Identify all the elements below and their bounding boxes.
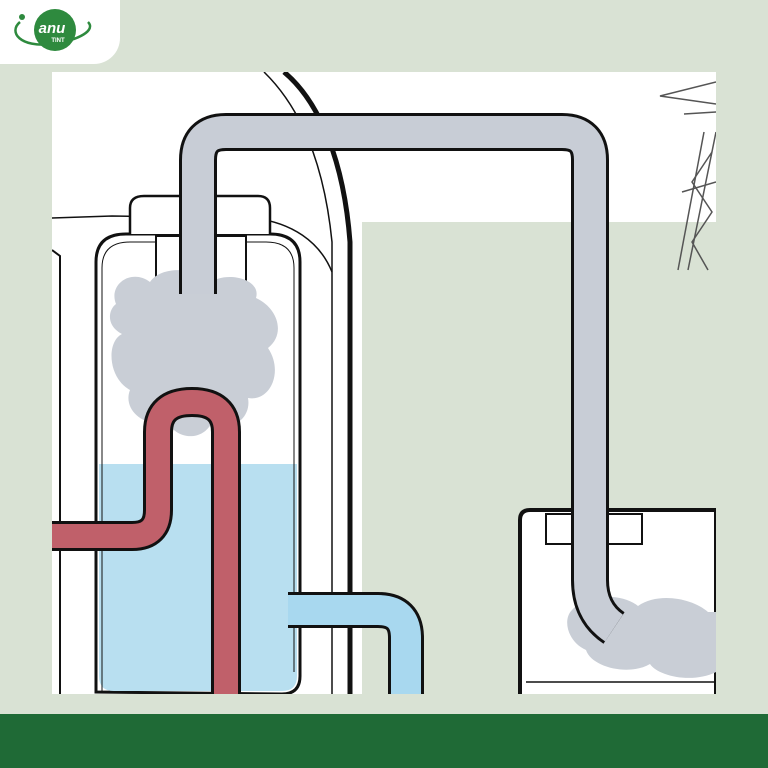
steam-cloud: [109, 270, 278, 437]
logo-word: anu: [39, 20, 66, 37]
power-pylon-icon: [659, 81, 716, 271]
logo-emblem: anu TINT: [14, 9, 92, 51]
logo-card: anu TINT: [0, 0, 120, 64]
steam-distillation-diagram: [52, 72, 716, 694]
diagram-canvas: [52, 72, 716, 694]
logo-globe: [34, 9, 76, 51]
boiler-water: [99, 464, 297, 691]
receiver-tank: [518, 508, 716, 694]
footer-bar: [0, 714, 768, 768]
logo-subword: TINT: [51, 38, 65, 44]
logo-orbit-dot: [19, 14, 25, 20]
